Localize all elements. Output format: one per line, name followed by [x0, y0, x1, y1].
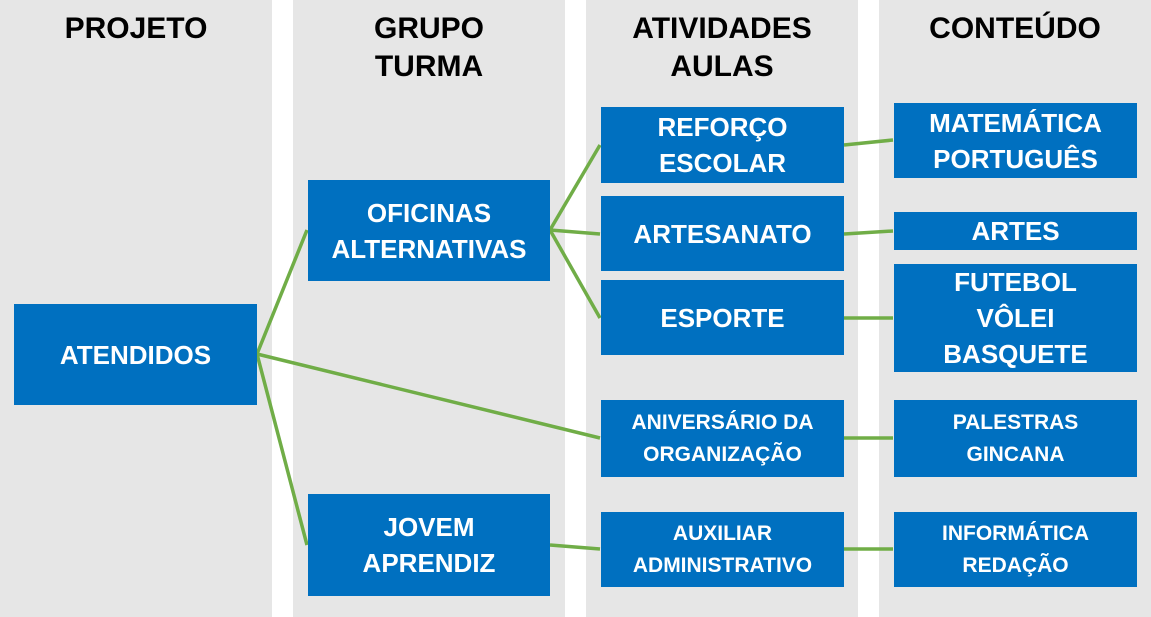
node-oficinas-alternativas: OFICINAS ALTERNATIVAS: [308, 180, 550, 281]
node-jovem-aprendiz: JOVEM APRENDIZ: [308, 494, 550, 596]
column-header-grupo: GRUPO TURMA: [373, 12, 484, 83]
connector-reforco-matematica: [843, 138, 894, 147]
column-header-projeto: PROJETO: [64, 12, 208, 45]
connector-jovem-auxiliar: [549, 543, 601, 551]
node-futebol-volei-basquete: FUTEBOL VÔLEI BASQUETE: [894, 264, 1137, 372]
node-auxiliar-administrativo: AUXILIAR ADMINISTRATIVO: [601, 512, 844, 587]
node-artesanato: ARTESANATO: [601, 196, 844, 271]
connector-atendidos-oficinas: [255, 229, 309, 355]
node-matematica-portugues: MATEMÁTICA PORTUGUÊS: [894, 103, 1137, 178]
node-informatica-redacao: INFORMÁTICA REDAÇÃO: [894, 512, 1137, 587]
connector-artesanato-artes: [843, 229, 894, 236]
node-artes: ARTES: [894, 212, 1137, 250]
node-palestras-gincana: PALESTRAS GINCANA: [894, 400, 1137, 477]
node-esporte: ESPORTE: [601, 280, 844, 355]
connector-oficinas-reforco: [548, 144, 602, 231]
node-reforco-escolar: REFORÇO ESCOLAR: [601, 107, 844, 183]
column-header-atividades: ATIVIDADES AULAS: [632, 12, 812, 83]
connector-atendidos-aniversario: [256, 352, 601, 440]
node-aniversario-organizacao: ANIVERSÁRIO DA ORGANIZAÇÃO: [601, 400, 844, 477]
connector-oficinas-artesanato: [549, 228, 601, 236]
column-header-conteudo: CONTEÚDO: [929, 12, 1101, 45]
connector-atendidos-jovem: [255, 353, 309, 546]
connector-oficinas-esporte: [548, 229, 602, 319]
node-atendidos: ATENDIDOS: [14, 304, 257, 405]
